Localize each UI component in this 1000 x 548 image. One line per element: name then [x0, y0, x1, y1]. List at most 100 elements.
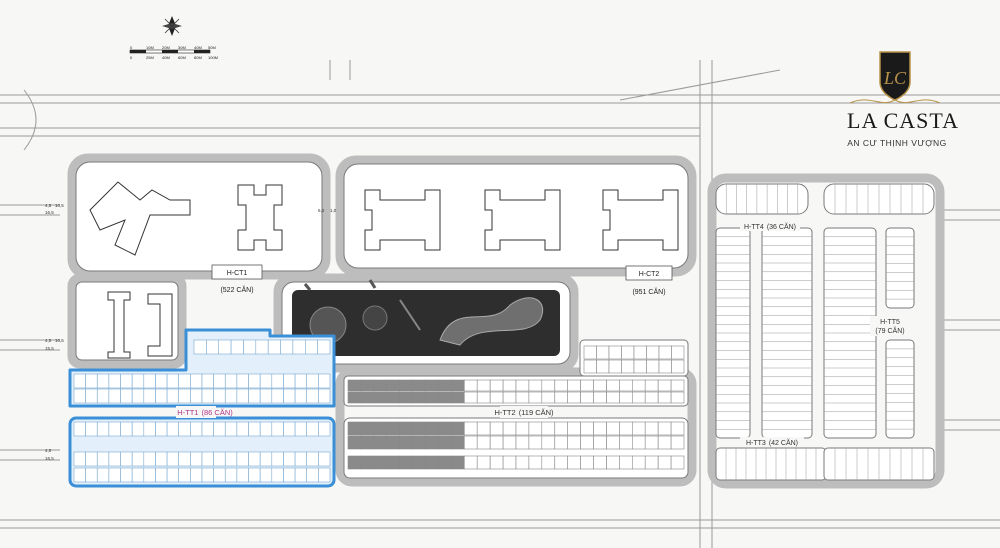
lot — [399, 379, 413, 392]
lot — [386, 379, 400, 392]
lot — [318, 421, 331, 437]
lot — [606, 421, 620, 436]
lot — [541, 435, 555, 450]
lot — [347, 421, 362, 436]
lot — [528, 421, 543, 436]
lot — [267, 339, 281, 355]
lot — [451, 435, 465, 450]
lot — [554, 379, 568, 392]
lot — [593, 435, 607, 450]
lot — [515, 421, 530, 436]
lot — [619, 379, 633, 392]
lot — [476, 435, 491, 450]
svg-text:40M: 40M — [162, 55, 170, 60]
lot — [259, 373, 273, 389]
lot — [606, 435, 620, 450]
lot — [476, 455, 491, 470]
lot — [306, 373, 319, 389]
lot — [248, 421, 261, 437]
lot — [283, 388, 296, 404]
lot — [190, 421, 203, 437]
lot — [657, 421, 672, 436]
lot — [143, 421, 156, 437]
lot — [657, 391, 672, 404]
lot — [255, 339, 269, 355]
lot — [155, 451, 168, 467]
lot — [271, 421, 284, 437]
lot — [225, 388, 238, 404]
lot — [606, 379, 620, 392]
svg-text:4,5: 4,5 — [45, 448, 52, 453]
lot — [73, 451, 86, 467]
lot — [143, 388, 156, 404]
lot — [567, 421, 581, 436]
lot — [190, 388, 203, 404]
lot — [178, 451, 191, 467]
lot — [608, 359, 622, 374]
lot — [476, 391, 491, 404]
lot — [259, 421, 273, 437]
lot — [259, 467, 273, 483]
lot — [438, 435, 452, 450]
lot — [412, 391, 426, 404]
lot — [97, 467, 110, 483]
lot — [438, 455, 452, 470]
lot — [541, 379, 555, 392]
svg-text:4,5: 4,5 — [45, 203, 52, 208]
lot — [120, 388, 133, 404]
lot — [271, 467, 284, 483]
lot — [236, 451, 249, 467]
lot — [155, 421, 168, 437]
lot — [306, 467, 319, 483]
lot — [190, 373, 203, 389]
lot — [476, 421, 491, 436]
block-h-tt1: H-TT1(86 CĂN) — [68, 328, 336, 488]
lot — [554, 421, 568, 436]
lot — [225, 451, 238, 467]
lot — [108, 373, 121, 389]
lot — [201, 467, 214, 483]
lot — [213, 467, 226, 483]
lot — [658, 345, 672, 360]
lot — [399, 391, 413, 404]
lot — [259, 451, 273, 467]
lot — [85, 388, 98, 404]
lot — [515, 455, 530, 470]
lot — [73, 388, 86, 404]
lot — [178, 373, 191, 389]
lot — [213, 388, 226, 404]
svg-text:15,5: 15,5 — [45, 346, 54, 351]
lot — [606, 391, 620, 404]
lot — [201, 451, 214, 467]
lot — [502, 435, 517, 450]
lot — [283, 421, 296, 437]
lot — [306, 451, 319, 467]
lot — [166, 451, 180, 467]
lot — [438, 391, 452, 404]
central-park — [281, 279, 571, 365]
lot — [608, 345, 622, 360]
lot — [644, 455, 659, 470]
lot — [143, 373, 156, 389]
lot — [670, 435, 685, 450]
lot — [131, 467, 145, 483]
lot — [292, 339, 306, 355]
svg-text:100M: 100M — [208, 55, 218, 60]
lot — [306, 421, 319, 437]
lot — [97, 421, 110, 437]
lot — [463, 379, 478, 392]
lot — [283, 451, 296, 467]
lot — [166, 373, 180, 389]
lot — [85, 451, 98, 467]
lot — [644, 391, 659, 404]
lot — [294, 421, 308, 437]
lot — [451, 455, 465, 470]
lot — [360, 455, 375, 470]
zone-label-h-tt5: H-TT5 — [880, 319, 900, 326]
lot — [386, 391, 400, 404]
lot — [580, 379, 594, 392]
lot — [386, 455, 400, 470]
lot — [541, 421, 555, 436]
block-h-ct2: H-CT2 (951 CĂN) — [343, 163, 689, 296]
